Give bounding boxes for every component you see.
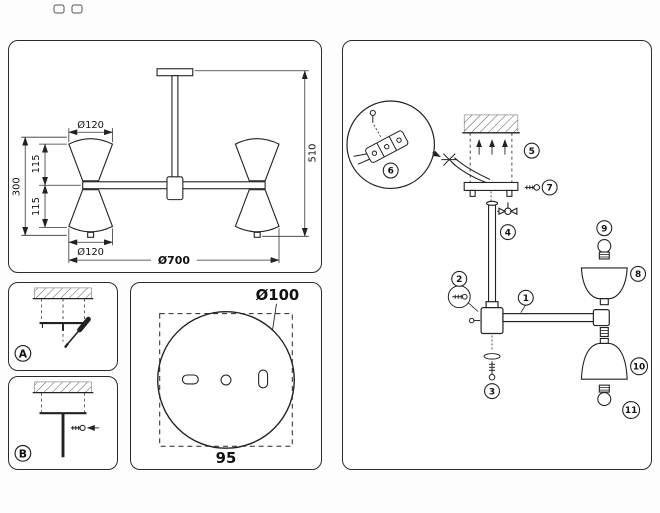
callout-5-label: 5 — [529, 147, 535, 157]
page-edge-artifact — [53, 4, 83, 14]
grub-screw-icon — [468, 317, 481, 324]
callout-1-label: 1 — [523, 294, 529, 304]
right-finial — [253, 231, 261, 238]
bottom-finial-parts — [483, 335, 501, 381]
center-hub — [166, 176, 184, 201]
slot-vertical — [258, 369, 269, 389]
ceiling-hatch — [34, 287, 92, 299]
callout-3-label: 3 — [489, 387, 495, 397]
callout-6-label: 6 — [388, 167, 394, 177]
step-b-drawing: B — [14, 381, 100, 462]
terminal-block — [353, 130, 409, 165]
callout-2: 2 — [451, 270, 468, 287]
plate-screw-icon — [524, 184, 541, 191]
screw-detail-circle — [447, 285, 479, 312]
dim-bottom-shade-diameter: Ø120 — [77, 246, 104, 258]
screwdriver-icon — [64, 316, 91, 349]
side-screw-icon — [70, 424, 100, 431]
step-b-label: B — [19, 447, 27, 460]
callout-11-label: 11 — [625, 406, 637, 416]
callout-7: 7 — [541, 179, 558, 196]
dim-lamp-body-height: 300 — [11, 177, 22, 196]
lamp-arm — [502, 313, 598, 323]
magnifier-pointer-arrow — [432, 150, 441, 158]
terminal-screw-icon — [369, 109, 382, 137]
callout-6: 6 — [382, 162, 399, 179]
callout-7-label: 7 — [547, 184, 553, 194]
supply-wires — [450, 157, 491, 183]
lamp-dimension-drawing: Ø120 115 115 300 Ø120 Ø700 510 — [11, 68, 319, 267]
callout-1: 1 — [517, 289, 534, 313]
upper-shade-group — [580, 239, 628, 306]
callout-2-label: 2 — [456, 275, 462, 285]
plate-diameter-label: Ø100 — [256, 287, 300, 304]
panel-plate-detail: Ø100 95 — [130, 282, 322, 470]
assembly-drawing: 1 2 3 4 5 — [346, 100, 649, 419]
wiring-detail-magnifier — [346, 100, 441, 190]
callout-10-label: 10 — [633, 362, 645, 372]
panel-lamp-dimensions: Ø120 115 115 300 Ø120 Ø700 510 — [8, 40, 322, 273]
center-hub-body — [480, 307, 504, 335]
callout-10: 10 — [630, 357, 649, 376]
hole-spacing-square-dashed — [159, 313, 293, 447]
callouts: 1 2 3 4 5 — [382, 142, 649, 419]
dimension-labels: Ø120 115 115 300 Ø120 Ø700 510 — [11, 119, 318, 267]
dim-upper-shade-height: 115 — [31, 154, 42, 173]
callout-4: 4 — [499, 224, 516, 241]
bulb-icon — [597, 392, 612, 407]
plate-detail-drawing: Ø100 95 — [157, 287, 300, 467]
connection-star-mark — [441, 153, 458, 166]
wing-nut-icon — [497, 202, 518, 216]
ceiling-hatch — [34, 381, 92, 393]
dim-overall-width: Ø700 — [158, 254, 190, 267]
callout-11: 11 — [622, 401, 641, 419]
left-upper-shade — [68, 138, 114, 182]
hole-spacing-label: 95 — [216, 450, 237, 467]
dimension-lines — [21, 70, 309, 264]
ceiling-section — [462, 114, 520, 183]
left-lower-shade — [68, 189, 114, 233]
left-finial — [87, 231, 95, 238]
suspension-rod-group — [486, 191, 518, 309]
callout-3: 3 — [484, 383, 501, 400]
bulb-icon — [597, 239, 612, 254]
down-rod — [171, 75, 179, 181]
step-b-badge — [14, 444, 32, 462]
upper-shade — [580, 267, 628, 300]
mounting-plate — [463, 181, 519, 197]
diameter-leader-line — [272, 303, 277, 331]
right-upper-shade — [234, 138, 280, 182]
callout-5: 5 — [523, 142, 540, 159]
step-a-label: A — [19, 347, 28, 360]
dim-lower-shade-height: 115 — [31, 197, 42, 216]
callout-8: 8 — [630, 265, 647, 282]
lower-shade — [580, 342, 628, 380]
step-a-drawing: A — [14, 287, 94, 362]
ceiling-hatch — [463, 114, 519, 134]
slot-horizontal — [181, 374, 199, 385]
callout-4-label: 4 — [505, 228, 511, 238]
callout-8-label: 8 — [635, 270, 641, 280]
right-lower-shade — [234, 189, 280, 233]
panel-step-b: B — [8, 376, 118, 470]
panel-assembly-exploded: 1 2 3 4 5 — [342, 40, 652, 470]
arm-elbow-block — [592, 309, 610, 327]
center-hole — [220, 374, 232, 386]
plate-holes — [181, 369, 269, 389]
lamp-front-view — [68, 68, 280, 238]
callout-9-label: 9 — [601, 224, 607, 234]
dim-overall-height: 510 — [308, 144, 319, 163]
lower-shade-group — [580, 326, 628, 407]
ceiling-canopy — [156, 68, 194, 77]
suspension-rod — [488, 201, 497, 309]
panel-step-a: A — [8, 282, 118, 371]
center-body-group — [468, 301, 610, 335]
callout-9: 9 — [596, 220, 613, 237]
step-a-badge — [14, 344, 32, 362]
dim-top-shade-diameter: Ø120 — [77, 119, 104, 131]
